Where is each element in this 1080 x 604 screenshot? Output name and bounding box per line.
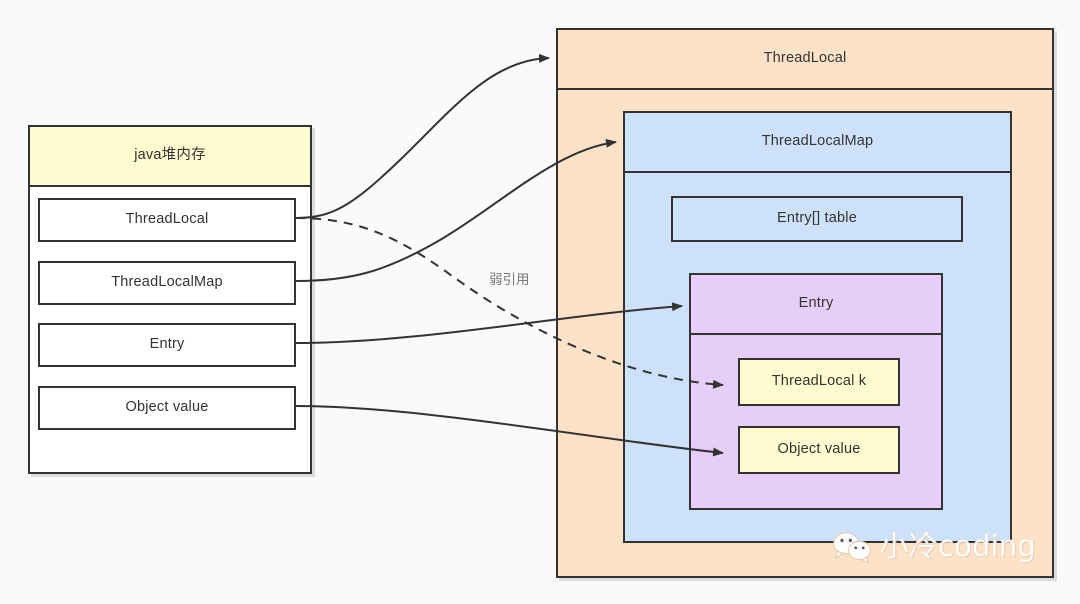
left-item-object-value-label: Object value [125, 399, 209, 416]
entry-table-box: Entry[] table [671, 196, 963, 242]
left-item-threadlocal-label: ThreadLocal [125, 211, 209, 228]
left-panel-header-label: java堆内存 [134, 147, 206, 164]
watermark-text: 小冷coding [879, 529, 1036, 564]
wechat-icon [833, 532, 872, 564]
threadlocalmap-header-label: ThreadLocalMap [761, 133, 874, 150]
entry-header-label: Entry [798, 295, 834, 312]
threadlocalmap-box: ThreadLocalMap Entry[] table Entry Threa… [623, 111, 1012, 543]
right-panel-header-label: ThreadLocal [763, 50, 847, 67]
entry-field-object-value: Object value [738, 426, 900, 474]
left-item-threadlocalmap-label: ThreadLocalMap [111, 274, 223, 291]
entry-field-object-value-label: Object value [777, 441, 861, 458]
entry-box: Entry ThreadLocal k Object value [689, 273, 943, 510]
left-item-entry: Entry [38, 323, 296, 367]
left-panel-header: java堆内存 [28, 125, 312, 187]
left-panel-java-heap: java堆内存 ThreadLocal ThreadLocalMap Entry… [28, 125, 312, 474]
entry-table-label: Entry[] table [777, 210, 857, 227]
right-panel-header: ThreadLocal [556, 28, 1054, 90]
entry-field-threadlocal-k-label: ThreadLocal k [771, 373, 867, 390]
edge-threadlocal-to-threadlocal [295, 53, 550, 219]
right-panel-threadlocal: ThreadLocal ThreadLocalMap Entry[] table… [556, 28, 1054, 578]
left-item-threadlocal: ThreadLocal [38, 198, 296, 242]
left-item-threadlocalmap: ThreadLocalMap [38, 261, 296, 305]
left-item-entry-label: Entry [149, 336, 185, 353]
watermark: 小冷coding [832, 529, 1036, 564]
entry-header: Entry [689, 273, 943, 335]
threadlocalmap-header: ThreadLocalMap [623, 111, 1012, 173]
left-item-object-value: Object value [38, 386, 296, 430]
entry-field-threadlocal-k: ThreadLocal k [738, 358, 900, 406]
weak-reference-label: 弱引用 [489, 272, 530, 288]
